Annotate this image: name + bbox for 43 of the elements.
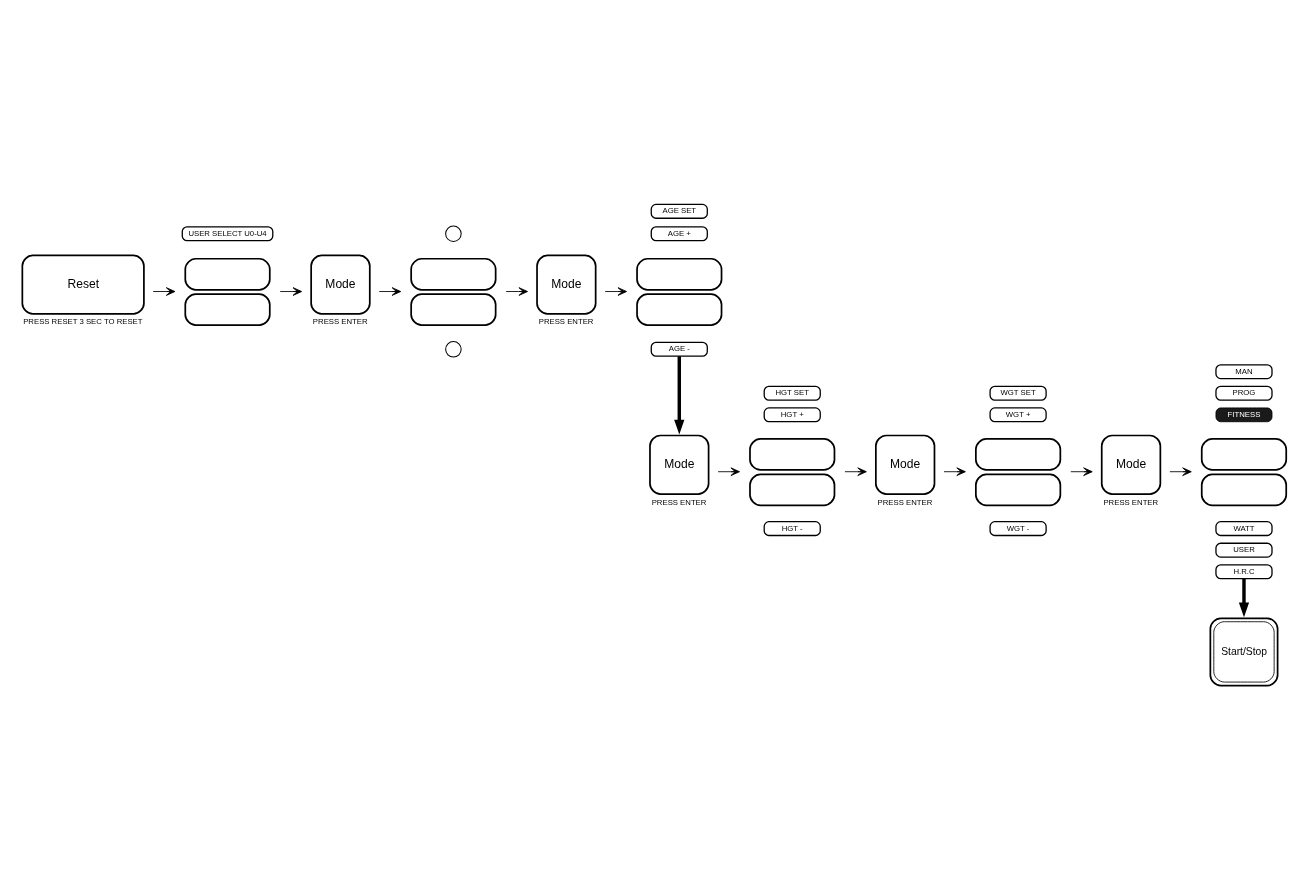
node-box: AGE -	[650, 341, 708, 357]
arrow	[505, 286, 528, 296]
arrow	[943, 466, 966, 476]
node-box: Reset	[21, 253, 145, 315]
node-box: WGT +	[989, 406, 1047, 422]
node-label: PRESS RESET 3 SEC TO RESET	[23, 316, 143, 326]
node-box: Mode	[649, 434, 710, 495]
node-label: PRESS ENTER	[1103, 497, 1159, 507]
arrow	[279, 286, 303, 296]
node-label: PRESS ENTER	[877, 497, 933, 507]
arrow	[1070, 466, 1093, 476]
arrow	[152, 286, 176, 296]
node-circle	[445, 340, 462, 358]
arrow	[1238, 578, 1250, 617]
node-box: USER	[1215, 542, 1273, 558]
node-box: WATT	[1215, 520, 1273, 536]
node-box: AGE +	[650, 225, 708, 241]
node-box: FITNESS	[1215, 407, 1273, 422]
node-box: PROG	[1215, 385, 1273, 401]
node-circle	[445, 225, 462, 242]
node-box: AGE SET	[650, 203, 708, 219]
node-box: MAN	[1215, 363, 1273, 379]
arrow	[844, 466, 867, 476]
node-label: PRESS ENTER	[651, 497, 707, 507]
node-box: USER SELECT U0-U4	[181, 225, 274, 241]
node-box: Mode	[536, 253, 597, 315]
node-label: PRESS ENTER	[312, 316, 368, 326]
node-box: H.R.C	[1215, 563, 1273, 579]
node-box: Start/Stop	[1209, 616, 1279, 686]
arrow	[604, 286, 627, 296]
node-box: HGT SET	[763, 385, 821, 401]
node-label: PRESS ENTER	[538, 316, 594, 326]
node-box: HGT -	[763, 520, 821, 536]
node-box: Mode	[1100, 434, 1162, 495]
node-box: Mode	[310, 253, 371, 315]
node-box: WGT SET	[989, 385, 1047, 401]
node-box: Mode	[875, 434, 936, 495]
arrow	[717, 466, 740, 476]
arrow	[1169, 466, 1192, 476]
node-box: WGT -	[989, 520, 1047, 536]
arrow	[378, 286, 402, 296]
arrow	[674, 355, 685, 435]
node-box: HGT +	[763, 406, 821, 422]
